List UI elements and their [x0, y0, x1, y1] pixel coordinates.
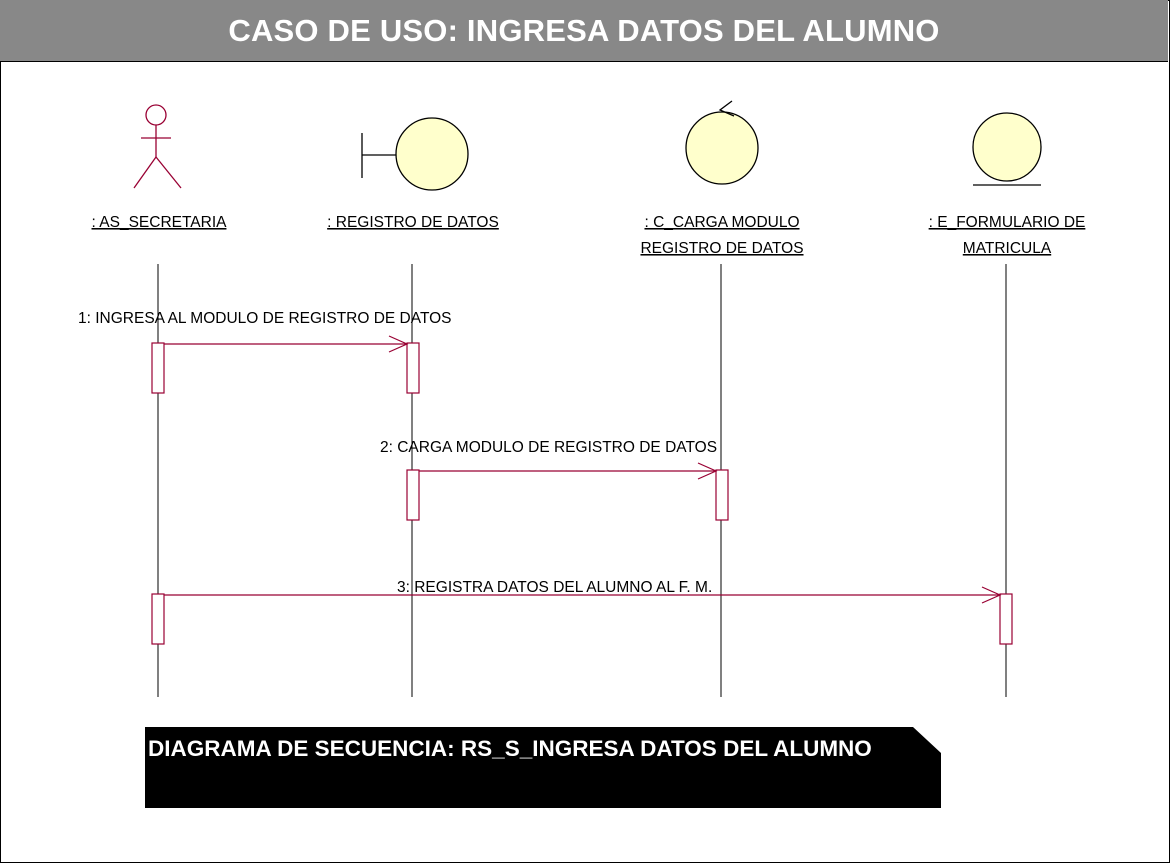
- arrowhead-icon: [697, 462, 718, 480]
- activation-bar: [406, 342, 420, 394]
- object-label-registro-de-datos: : REGISTRO DE DATOS: [327, 214, 499, 231]
- activation-bar: [151, 593, 165, 645]
- object-label-secretaria: : AS_SECRETARIA: [92, 214, 228, 231]
- diagram-caption: DIAGRAMA DE SECUENCIA: RS_S_INGRESA DATO…: [148, 736, 872, 761]
- arrowhead-icon: [981, 586, 1002, 604]
- object-label-control-line-1: : C_CARGA MODULO: [644, 214, 799, 231]
- object-label-control-line-2: REGISTRO DE DATOS: [640, 240, 803, 257]
- boundary-icon: [361, 117, 469, 191]
- activation-bar: [999, 593, 1013, 645]
- message-label-2: 2: CARGA MODULO DE REGISTRO DE DATOS: [380, 439, 717, 456]
- activation-bar: [715, 469, 729, 521]
- activation-bar: [151, 342, 165, 394]
- entity-icon: [972, 112, 1042, 186]
- diagram-caption-box: DIAGRAMA DE SECUENCIA: RS_S_INGRESA DATO…: [145, 727, 941, 808]
- object-label-entity-line-1: : E_FORMULARIO DE: [929, 214, 1086, 231]
- arrowhead-icon: [388, 335, 409, 353]
- page-title: CASO DE USO: INGRESA DATOS DEL ALUMNO: [228, 12, 940, 48]
- stick-figure-icon: [133, 104, 182, 189]
- message-label-1: 1: INGRESA AL MODULO DE REGISTRO DE DATO…: [78, 310, 452, 327]
- activation-bar: [406, 469, 420, 521]
- object-label-entity-line-2: MATRICULA: [963, 240, 1052, 257]
- control-icon: [685, 100, 759, 185]
- message-label-3: 3: REGISTRA DATOS DEL ALUMNO AL F. M.: [397, 579, 712, 596]
- title-bar: CASO DE USO: INGRESA DATOS DEL ALUMNO: [0, 0, 1168, 62]
